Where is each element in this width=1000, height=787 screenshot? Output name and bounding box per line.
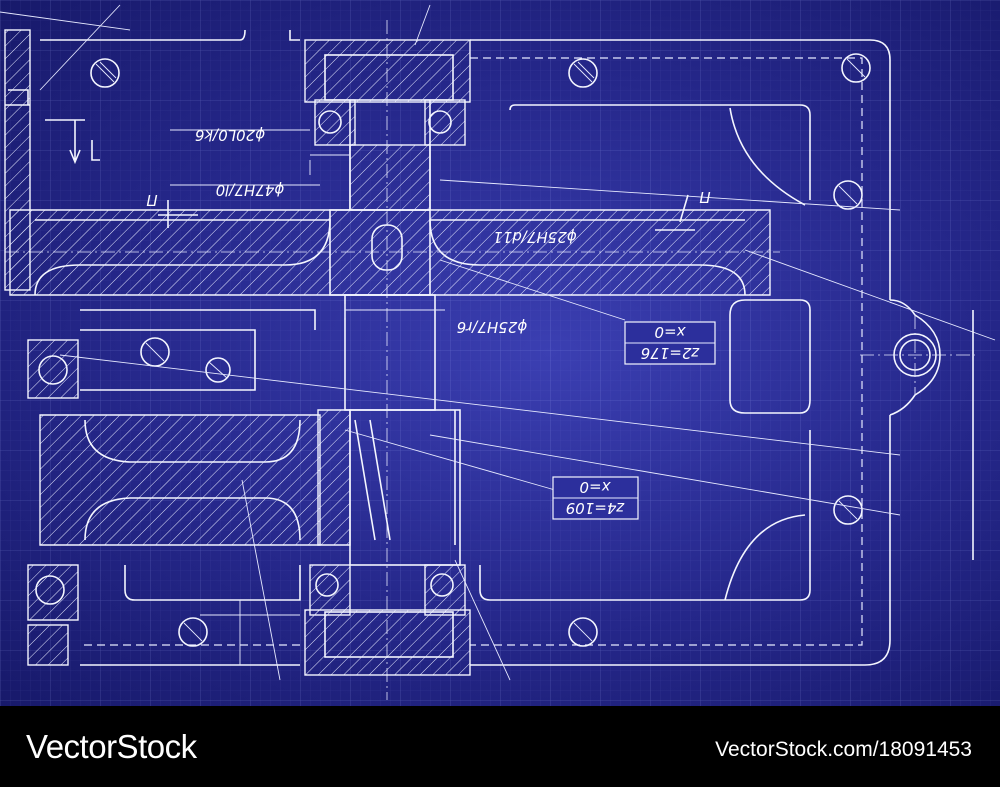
bolt-hole	[841, 53, 871, 83]
dimension-label-shaft-bore-fit: ϕ25H7/r6	[457, 318, 528, 336]
watermark-footer: VectorStock VectorStock.com/18091453	[0, 706, 1000, 787]
lower-gear-label-box: x=0 z4=109	[552, 476, 639, 520]
bolt-hole	[90, 58, 120, 88]
housing-cavities	[80, 104, 811, 601]
upper-bearing-assembly	[304, 39, 471, 211]
upper-gear-offset: x=0	[655, 323, 687, 341]
brand-name: VectorStock	[26, 728, 197, 765]
left-bearings	[4, 29, 79, 666]
upper-gear-teeth: z2=176	[641, 344, 701, 362]
dimension-labels: ϕ20L0/k6 ϕ47H7/l0 ϕ25H7/d11 ϕ25H7/r6 Π Π	[146, 126, 710, 336]
upper-gear-label-box: x=0 z2=176	[624, 321, 716, 365]
bolt-hole	[568, 58, 598, 88]
dimension-label-gear-bore-fit: ϕ25H7/d11	[493, 228, 576, 246]
section-mark-left: Π	[146, 191, 157, 209]
grid	[0, 0, 1000, 706]
lower-bearing-assembly	[304, 564, 471, 676]
bolt-holes	[90, 53, 871, 647]
blueprint-drawing: ϕ20L0/k6 ϕ47H7/l0 ϕ25H7/d11 ϕ25H7/r6 Π Π…	[0, 0, 1000, 706]
dimension-label-bearing-fit: ϕ47H7/l0	[216, 181, 285, 199]
lower-gear	[39, 410, 456, 546]
bolt-hole	[178, 617, 208, 647]
lower-gear-teeth: z4=109	[566, 499, 626, 517]
dimension-label-shaft-fit: ϕ20L0/k6	[195, 126, 265, 144]
lower-gear-offset: x=0	[580, 478, 612, 496]
image-reference: VectorStock.com/18091453	[715, 738, 972, 761]
bolt-hole	[205, 357, 231, 383]
bolt-hole	[833, 180, 863, 210]
leader-lines	[0, 4, 996, 681]
bolt-hole	[568, 617, 598, 647]
bolt-hole	[833, 495, 863, 525]
gearbox-section-drawing: ϕ20L0/k6 ϕ47H7/l0 ϕ25H7/d11 ϕ25H7/r6 Π Π…	[0, 0, 1000, 706]
section-mark-right: Π	[699, 188, 710, 206]
